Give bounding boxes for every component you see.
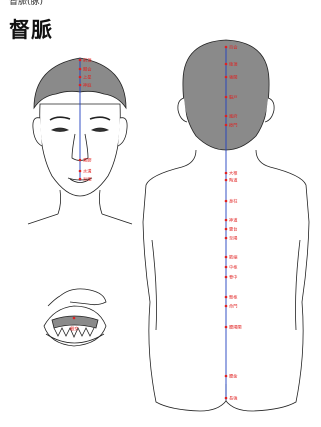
face-point-dot — [79, 84, 82, 87]
back-point-dot — [225, 63, 228, 66]
back-point-dot — [225, 375, 228, 378]
back-point-label: 後頂 — [229, 61, 238, 68]
back-point-label: 命門 — [229, 303, 237, 310]
face-point-label: 兌端 — [83, 176, 91, 183]
back-point-label: 陶道 — [229, 177, 238, 184]
face-point-dot — [79, 76, 82, 79]
face-point-label: 水溝 — [83, 168, 92, 175]
back-point-dot — [225, 179, 228, 182]
back-point-dot — [225, 46, 228, 49]
face-point-dot — [79, 68, 82, 71]
face-point-label: 前頂 — [83, 57, 92, 64]
face-point-dot — [79, 178, 82, 181]
face-point-label: 素髎 — [83, 157, 92, 164]
back-point-label: 中枢 — [229, 264, 238, 271]
back-point-label: 百会 — [229, 44, 238, 51]
face-point-dot — [79, 59, 82, 62]
face-point-label: 顖会 — [83, 66, 92, 73]
back-point-label: 風府 — [229, 113, 237, 120]
back-point-label: 大椎 — [229, 170, 237, 177]
back-point-dot — [225, 115, 228, 118]
back-point-label: 脳戸 — [229, 94, 237, 101]
back-point-dot — [225, 219, 228, 222]
face-point-dot — [79, 159, 82, 162]
back-point-label: 腰兪 — [229, 373, 238, 380]
back-point-label: 身柱 — [229, 198, 238, 205]
back-point-label: 至陽 — [229, 235, 238, 242]
back-point-label: 筋縮 — [229, 254, 237, 261]
back-point-dot — [225, 276, 228, 279]
back-point-dot — [225, 172, 228, 175]
back-point-dot — [225, 326, 228, 329]
mouth-point-label: 齦交 — [70, 325, 78, 332]
mouth-point-dot — [73, 317, 76, 320]
back-point-dot — [225, 237, 228, 240]
back-point-label: 強間 — [229, 74, 237, 81]
back-point-dot — [225, 296, 228, 299]
back-point-label: 長強 — [229, 395, 238, 402]
back-point-dot — [225, 266, 228, 269]
face-point-label: 上星 — [83, 74, 91, 80]
face-point-label: 神庭 — [83, 82, 92, 89]
back-point-label: 脊中 — [229, 274, 237, 281]
back-point-dot — [225, 305, 228, 308]
back-point-dot — [225, 397, 228, 400]
back-point-label: 神道 — [229, 217, 238, 224]
back-point-label: 腰陽関 — [229, 324, 242, 331]
back-point-dot — [225, 76, 228, 79]
back-point-label: 瘂門 — [229, 122, 237, 129]
back-point-label: 霊台 — [229, 226, 237, 233]
back-point-dot — [225, 96, 228, 99]
back-point-dot — [225, 200, 228, 203]
face-point-dot — [79, 170, 82, 173]
back-point-dot — [225, 124, 228, 127]
back-point-dot — [225, 228, 228, 231]
back-point-dot — [225, 256, 228, 259]
back-point-label: 懸枢 — [229, 294, 238, 301]
